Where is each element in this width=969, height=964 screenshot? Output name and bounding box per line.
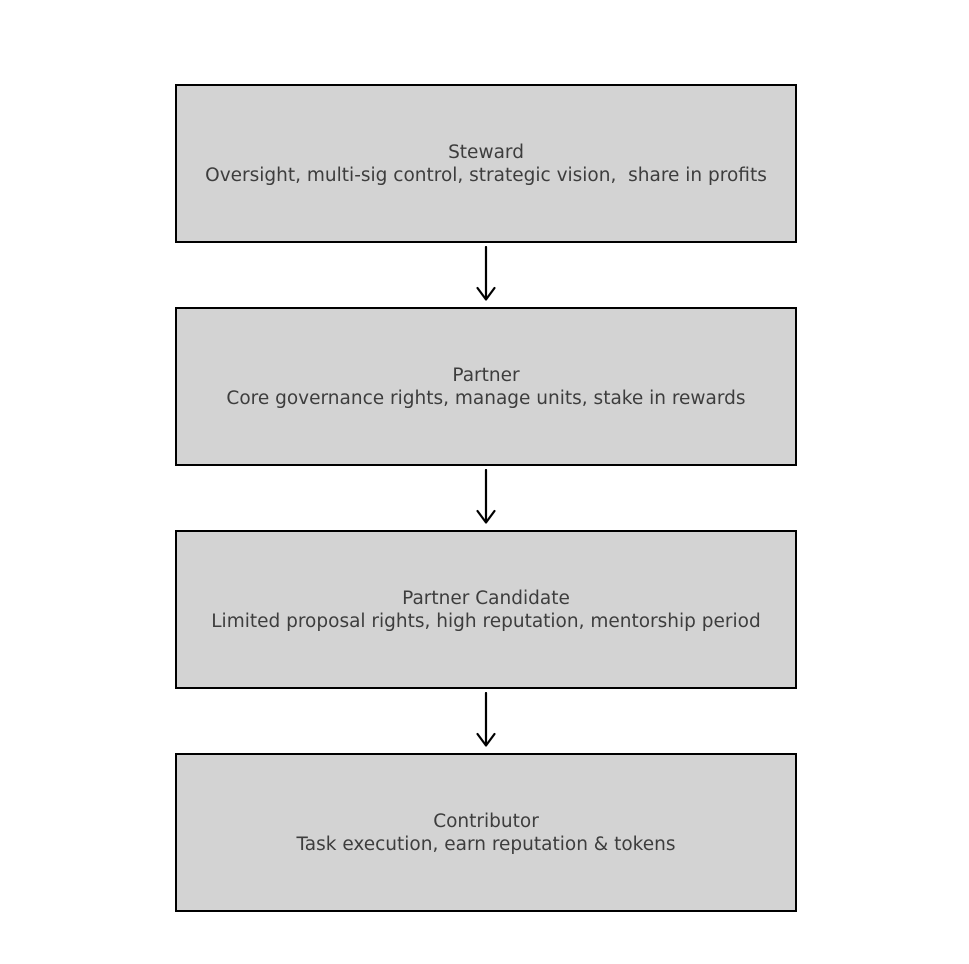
node-title: Partner: [452, 364, 520, 386]
node-title: Partner Candidate: [402, 587, 570, 609]
node-partner: Partner Core governance rights, manage u…: [175, 307, 797, 466]
node-subtitle: Limited proposal rights, high reputation…: [211, 610, 761, 632]
node-partner-candidate: Partner Candidate Limited proposal right…: [175, 530, 797, 689]
node-subtitle: Oversight, multi-sig control, strategic …: [205, 164, 767, 186]
arrow-down-icon: [476, 692, 496, 747]
node-contributor: Contributor Task execution, earn reputat…: [175, 753, 797, 912]
node-title: Contributor: [433, 810, 539, 832]
node-subtitle: Task execution, earn reputation & tokens: [296, 833, 676, 855]
arrow-down-icon: [476, 246, 496, 301]
node-steward: Steward Oversight, multi-sig control, st…: [175, 84, 797, 243]
node-title: Steward: [448, 141, 524, 163]
arrow-down-icon: [476, 469, 496, 524]
node-subtitle: Core governance rights, manage units, st…: [226, 387, 746, 409]
